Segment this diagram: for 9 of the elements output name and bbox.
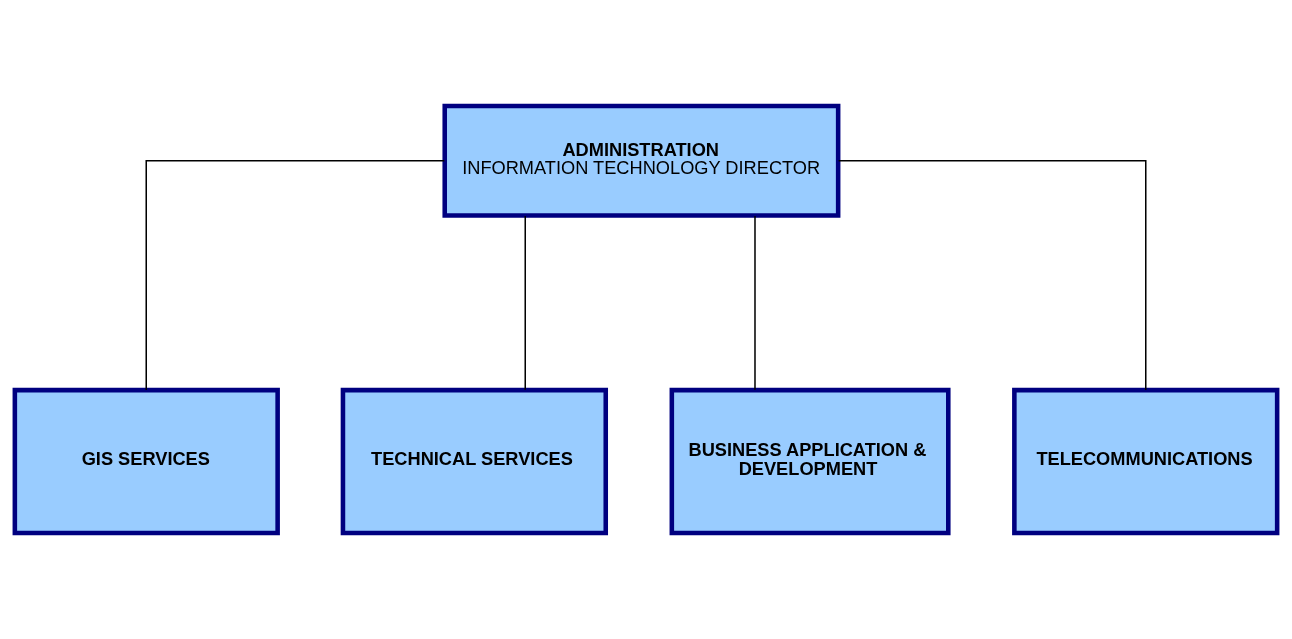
connector [145, 160, 446, 391]
node-box: TELECOMMUNICATIONS [1012, 387, 1280, 536]
node-box: GIS SERVICES [12, 387, 280, 536]
connector [524, 215, 526, 391]
connector [754, 215, 756, 391]
connector [837, 160, 1147, 391]
node-box: TECHNICAL SERVICES [340, 387, 609, 536]
node-box: BUSINESS APPLICATION & DEVELOPMENT [669, 387, 951, 536]
node-box: ADMINISTRATION INFORMATION TECHNOLOGY DIRECTOR [442, 103, 841, 218]
